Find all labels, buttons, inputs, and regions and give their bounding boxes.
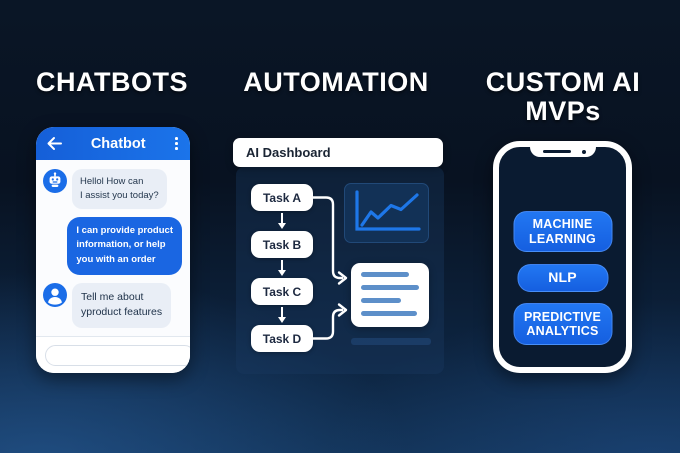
task-node-c: Task C — [251, 278, 313, 305]
dashboard-shelf-bar — [351, 338, 431, 345]
dashboard-panel: Task A Task B Task C Task D — [236, 167, 444, 374]
task-node-d: Task D — [251, 325, 313, 352]
camera-dot — [581, 149, 586, 154]
text-line — [361, 311, 417, 316]
chat-header: Chatbot — [36, 127, 190, 160]
chat-title: Chatbot — [90, 135, 146, 152]
chatbots-title: CHATBOTS — [36, 67, 188, 97]
chat-input-bar — [36, 336, 190, 373]
nlp-button[interactable]: NLP — [517, 264, 608, 292]
flow-arrow-down-icon — [278, 213, 286, 229]
flow-arrow-down-icon — [278, 260, 286, 276]
task-node-b: Task B — [251, 231, 313, 258]
chat-message-list: Hellol How can I assist you today? I can… — [36, 160, 190, 336]
text-line — [361, 298, 401, 303]
task-node-a: Task A — [251, 184, 313, 211]
user-message-bubble: Tell me about yproduct features — [72, 282, 172, 329]
dashboard-title: AI Dashboard — [246, 145, 331, 160]
kebab-menu-icon[interactable] — [173, 135, 180, 151]
automation-title: AUTOMATION — [243, 67, 429, 97]
chatbot-phone-mockup: Chatbot Hellol How can I assist you toda… — [36, 127, 190, 373]
user-message-row: Tell me about yproduct features — [43, 282, 183, 329]
bot-message-row: Hellol How can I assist you today? — [43, 169, 183, 209]
dashboard-header: AI Dashboard — [233, 138, 443, 167]
outgoing-message-row: I can provide product information, or he… — [43, 216, 182, 275]
document-card — [351, 263, 429, 327]
flow-arrow-down-icon — [278, 307, 286, 323]
custom-ai-mvps-title: CUSTOM AI MVPs — [485, 67, 641, 126]
trend-line-chart-icon — [355, 190, 421, 231]
person-avatar-icon — [43, 282, 67, 307]
text-line — [361, 272, 409, 277]
bot-message-bubble: Hellol How can I assist you today? — [72, 169, 167, 209]
phone-notch — [529, 146, 596, 157]
back-arrow-icon[interactable] — [46, 136, 63, 151]
line-chart-card — [344, 183, 429, 243]
predictive-analytics-button[interactable]: PREDICTIVE ANALYTICS — [513, 303, 612, 345]
outgoing-message-bubble: I can provide product information, or he… — [67, 216, 182, 275]
machine-learning-button[interactable]: MACHINE LEARNING — [513, 211, 612, 252]
message-input[interactable] — [45, 344, 190, 366]
mvp-phone-mockup: MACHINE LEARNING NLP PREDICTIVE ANALYTIC… — [493, 141, 632, 373]
text-line — [361, 285, 419, 290]
speaker-slot — [542, 150, 571, 153]
robot-avatar-icon — [43, 169, 67, 193]
flow-connectors — [313, 196, 348, 340]
